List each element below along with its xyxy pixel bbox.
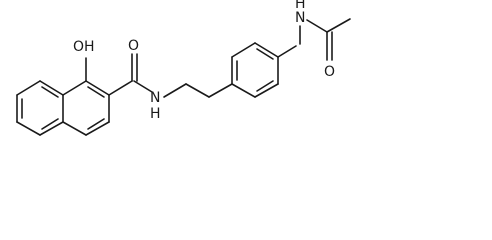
acetamide-nitrogen-h-label: H — [295, 0, 306, 12]
acetamide-oxygen-label: O — [324, 64, 335, 80]
acetamide-group: N H O — [277, 0, 351, 80]
naphthalene-right-ring — [62, 80, 110, 136]
naphthalene-left-ring — [16, 80, 64, 136]
acetamide-nitrogen-label: N — [295, 10, 305, 26]
phenyl-ring — [231, 42, 279, 98]
ethyl-linker — [163, 83, 233, 98]
structure-diagram: OH O N H N H O — [16, 0, 351, 136]
amide-carbonyl: O N H — [108, 38, 161, 122]
amide-nitrogen-h-label: H — [150, 106, 161, 122]
hydroxyl-group: OH — [73, 39, 95, 82]
amide-nitrogen-label: N — [150, 90, 160, 106]
hydroxyl-label: OH — [73, 39, 95, 55]
amide-oxygen-label: O — [128, 38, 139, 54]
